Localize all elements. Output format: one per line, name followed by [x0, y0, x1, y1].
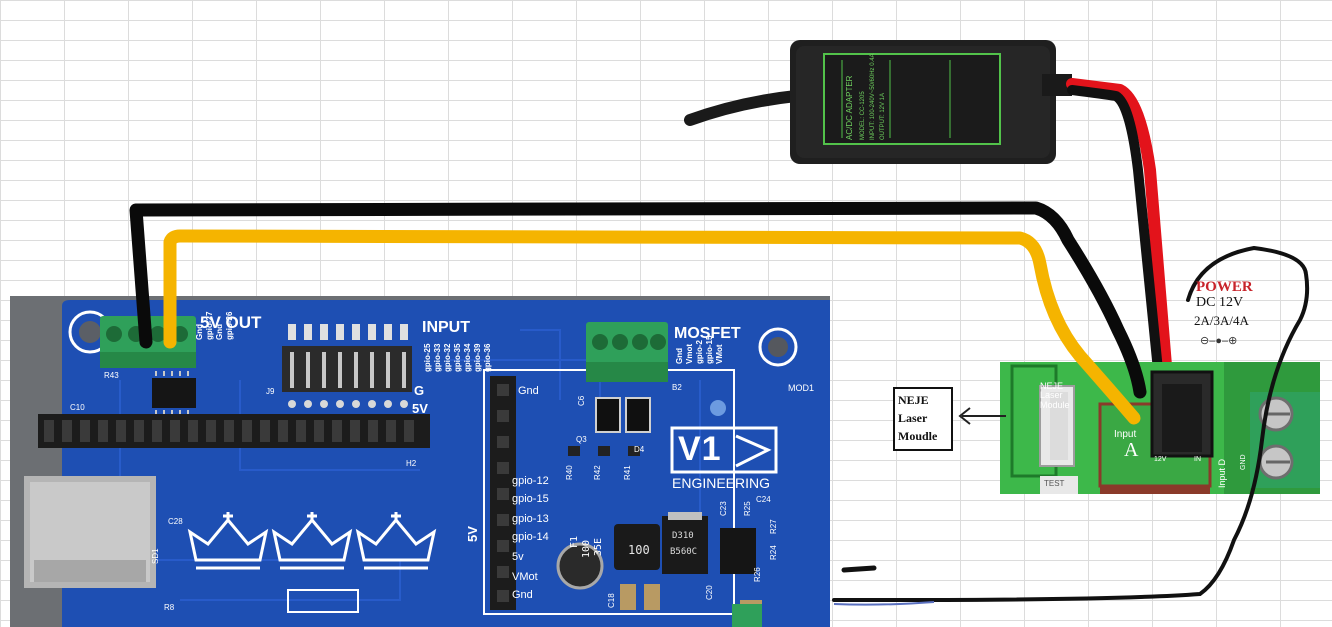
capacitor-marking: 35E — [593, 537, 604, 556]
designator: C23 — [719, 501, 728, 516]
input-pin-label: gpio-35 — [453, 343, 462, 372]
io-label: gpio-12 — [512, 475, 549, 487]
mosfet-pin-label: Vmot — [685, 344, 694, 364]
inductor-marking: 100 — [628, 543, 650, 557]
designator: J9 — [266, 387, 275, 396]
v1-engineering-text: ENGINEERING — [672, 475, 771, 491]
mosfet-pin-label: gpio-15 — [705, 335, 714, 364]
header-mosfet: MOSFET — [674, 325, 741, 342]
callout-line: NEJE — [898, 393, 929, 407]
out-pin-label: gpio-27 — [205, 311, 214, 340]
io-label: Gnd — [518, 385, 539, 397]
driver-in-label: IN — [1194, 456, 1201, 463]
capacitor-marking: 100 — [581, 539, 592, 558]
ground-wire — [129, 201, 1147, 399]
out-pin-label: Gnd — [215, 324, 224, 340]
designator: R26 — [753, 567, 762, 582]
designator: R24 — [769, 545, 778, 560]
designator: C20 — [705, 585, 714, 600]
out-pin-label: gpio-26 — [225, 311, 234, 340]
designator: C28 — [168, 517, 183, 526]
callout-box — [893, 387, 953, 451]
crown-icon — [187, 512, 269, 570]
adapter-label: AC/DC ADAPTER — [845, 75, 854, 140]
designator: R41 — [623, 465, 632, 480]
designator: C18 — [607, 593, 616, 608]
driver-input-letter: A — [1124, 439, 1139, 461]
designator: Q3 — [576, 435, 587, 444]
designator: D4 — [634, 445, 645, 454]
designator: C24 — [756, 495, 771, 504]
input-pin-label: gpio-25 — [423, 343, 432, 372]
negative-wire — [1067, 85, 1165, 395]
designator: SD1 — [151, 548, 160, 564]
io-label: gpio-13 — [512, 513, 549, 525]
power-adapter — [684, 40, 1072, 164]
crown-icon — [271, 512, 353, 570]
capacitor-marking: F1 — [569, 535, 580, 548]
driver-test-label: TEST — [1044, 479, 1065, 488]
io-label: VMot — [512, 571, 538, 583]
ground-loop-wire — [832, 245, 1310, 602]
input-pin-label: gpio-32 — [443, 343, 452, 372]
designator: C6 — [577, 395, 586, 406]
side-5v-label: 5V — [465, 526, 480, 542]
diode-marking: B560C — [670, 547, 698, 557]
driver-input-label: Input — [1114, 429, 1137, 440]
designator: C10 — [70, 403, 85, 412]
input-pin-label: gpio-39 — [473, 343, 482, 372]
input-ground-label: G — [414, 383, 425, 398]
io-label: gpio-14 — [512, 531, 549, 543]
signal-wire — [163, 229, 1141, 425]
input-pin-label: gpio-33 — [433, 343, 442, 372]
crown-icon — [355, 512, 437, 570]
out-pin-label: Gnd — [195, 324, 204, 340]
driver-input-d-label: Input D — [1217, 458, 1227, 488]
designator: B2 — [672, 383, 682, 392]
input-pin-header — [282, 324, 412, 408]
neje-module-label: NEJE Laser Module — [1040, 381, 1070, 410]
input-pin-label: gpio-36 — [483, 343, 492, 372]
positive-wire — [1066, 78, 1174, 396]
designator: R40 — [565, 465, 574, 480]
designator: R27 — [769, 519, 778, 534]
input-5v-label: 5V — [412, 401, 428, 416]
designator: R25 — [743, 501, 752, 516]
driver-12v-label: 12V — [1154, 456, 1167, 463]
mosfet-pin-label: VMot — [715, 344, 724, 364]
callout-line: Laser — [898, 411, 928, 425]
mod1-label: MOD1 — [788, 383, 815, 393]
laser-driver-board — [1000, 362, 1320, 494]
adapter-label: MODEL: CC-1205 — [860, 91, 866, 140]
diode-marking: D310 — [672, 531, 694, 541]
controller-board — [10, 296, 830, 627]
designator: R8 — [164, 603, 175, 612]
header-5v-out: 5V OUT — [200, 313, 262, 332]
header-input: INPUT — [422, 319, 470, 336]
designator: H2 — [406, 459, 417, 468]
input-pin-label: gpio-34 — [463, 343, 472, 372]
polarity-icon: ⊖–●–⊕ — [1200, 335, 1238, 347]
io-label: gpio-15 — [512, 493, 549, 505]
power-spec: DC 12V — [1196, 295, 1244, 310]
io-label: 5v — [512, 551, 524, 563]
power-title: POWER — [1196, 279, 1253, 295]
mosfet-pin-label: Gnd — [675, 348, 684, 364]
io-label: Gnd — [512, 589, 533, 601]
power-amps: 2A/3A/4A — [1194, 313, 1249, 328]
callout-line: Moudle — [898, 429, 938, 443]
adapter-label: INPUT: 100-240V~50/60Hz 0.4A — [870, 53, 876, 140]
designator: R43 — [104, 371, 119, 380]
adapter-label: OUTPUT: 12V 1A — [880, 92, 886, 140]
left-arrow-icon — [958, 407, 1006, 425]
mosfet-pin-label: gpio-2 — [695, 340, 704, 364]
driver-gnd-label: GND — [1240, 454, 1247, 470]
designator: R42 — [593, 465, 602, 480]
v1-logo: V1 — [678, 430, 722, 468]
